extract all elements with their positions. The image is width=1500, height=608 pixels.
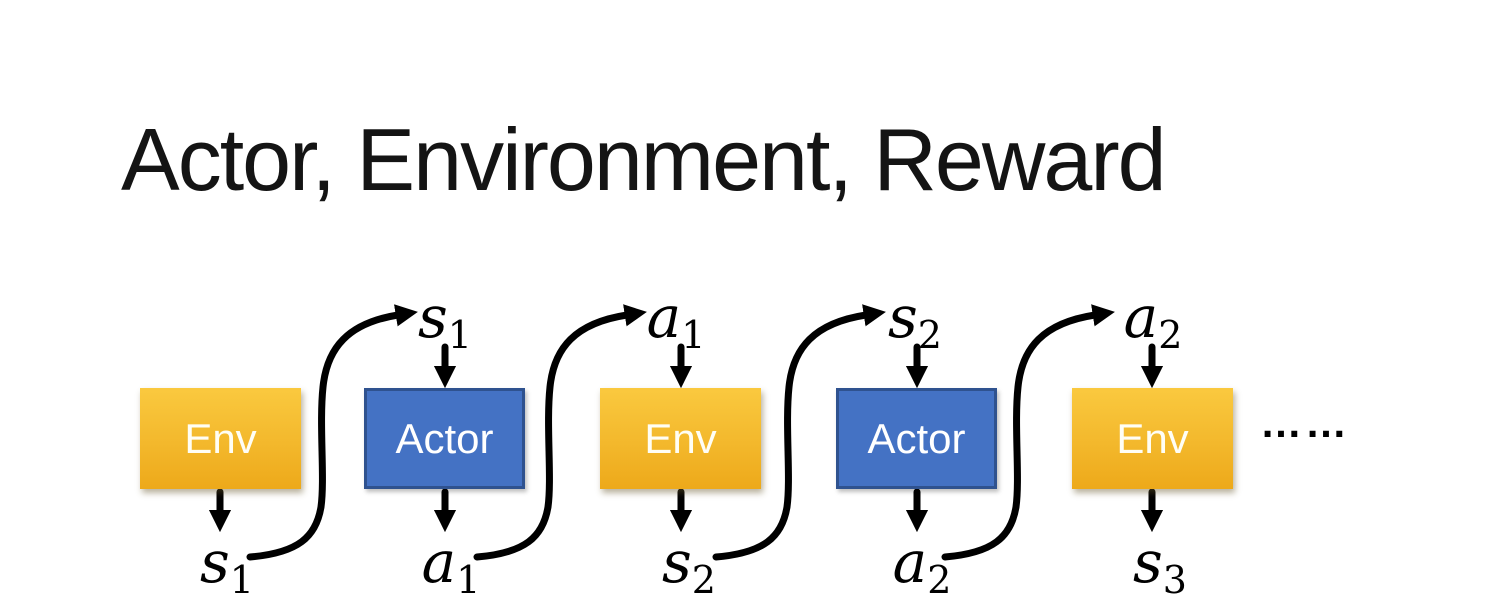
top-label-s2: s2 bbox=[888, 283, 942, 357]
env-box-3: Env bbox=[1072, 388, 1233, 489]
actor-box-2-label: Actor bbox=[867, 414, 966, 462]
top-label-a1: a1 bbox=[646, 283, 706, 357]
actor-box-1-label: Actor bbox=[395, 414, 494, 462]
slide-title: Actor, Environment, Reward bbox=[121, 110, 1167, 209]
bottom-label-s1: s1 bbox=[200, 528, 254, 602]
bottom-label-s3: s3 bbox=[1133, 528, 1187, 602]
continuation-ellipsis: …… bbox=[1260, 399, 1350, 446]
bottom-label-a2: a2 bbox=[892, 528, 952, 602]
env-box-3-label: Env bbox=[1116, 414, 1189, 462]
env-box-1: Env bbox=[140, 388, 301, 489]
env-box-2-label: Env bbox=[644, 414, 717, 462]
actor-box-2: Actor bbox=[836, 388, 997, 489]
top-label-s1: s1 bbox=[418, 283, 472, 357]
env-box-2: Env bbox=[600, 388, 761, 489]
actor-box-1: Actor bbox=[364, 388, 525, 489]
bottom-label-a1: a1 bbox=[421, 528, 481, 602]
env-box-1-label: Env bbox=[184, 414, 257, 462]
top-label-a2: a2 bbox=[1123, 283, 1183, 357]
bottom-label-s2: s2 bbox=[662, 528, 716, 602]
